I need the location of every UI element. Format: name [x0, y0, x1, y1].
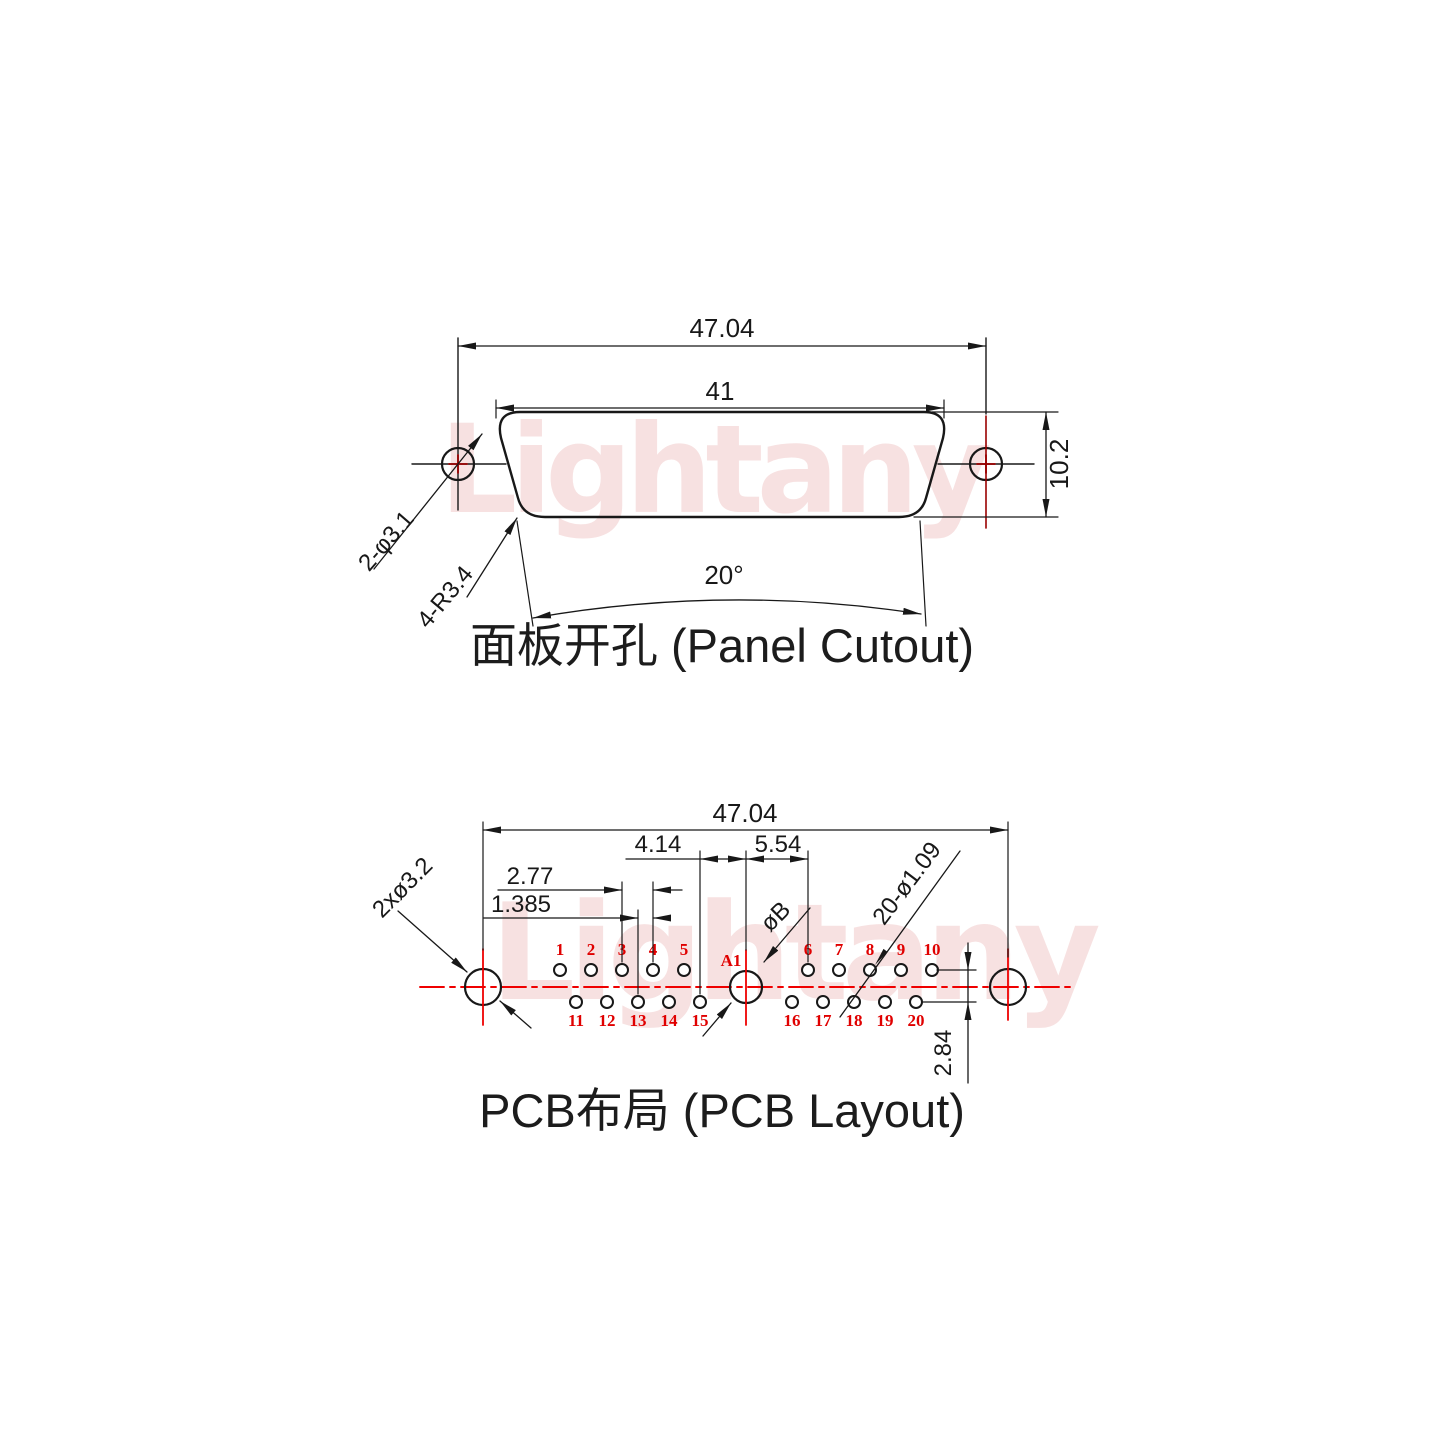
- panel-label-corner-radius: 4-R3.4: [412, 561, 479, 634]
- panel-dim-width-inner: 41: [706, 376, 735, 406]
- pcb-leader-coax-upper: [763, 907, 811, 963]
- panel-view-title: 面板开孔 (Panel Cutout): [470, 619, 974, 672]
- pcb-pin-label-11: 11: [568, 1011, 584, 1030]
- panel-angle-arc: [532, 599, 922, 619]
- pcb-leader-mount-holes-upper: [397, 910, 468, 973]
- pcb-pin-hole-13: [631, 995, 645, 1009]
- pcb-dim-half-pitch: 1.385: [491, 891, 551, 918]
- pcb-dim-row-gap: 2.84: [930, 1030, 957, 1077]
- pcb-dim-pin-pitch: 2.77: [507, 863, 554, 890]
- panel-right-hole-center-cross: [976, 454, 996, 474]
- pcb-pin-label-9: 9: [897, 940, 906, 959]
- pcb-pin-hole-12: [600, 995, 614, 1009]
- pcb-pin-hole-7: [832, 963, 846, 977]
- pcb-dim-a1-to-pin15: 4.14: [635, 831, 682, 858]
- pcb-pin-hole-15: [693, 995, 707, 1009]
- panel-label-mount-holes: 2-φ3.1: [353, 506, 419, 577]
- pcb-view-title: PCB布局 (PCB Layout): [479, 1084, 965, 1137]
- pcb-pin-hole-6: [801, 963, 815, 977]
- pcb-pin-hole-10: [925, 963, 939, 977]
- pcb-leader-mount-holes-lower: [499, 1000, 532, 1029]
- pcb-pin-label-20: 20: [908, 1011, 925, 1030]
- pcb-pin-hole-2: [584, 963, 598, 977]
- pcb-pin-label-14: 14: [661, 1011, 679, 1030]
- panel-leader-mount-holes: [373, 433, 483, 570]
- pcb-dim-width-outer: 47.04: [712, 798, 777, 828]
- panel-dim-height: 10.2: [1044, 439, 1074, 490]
- pcb-pin-label-10: 10: [924, 940, 941, 959]
- panel-dim-width-outer: 47.04: [689, 313, 754, 343]
- pcb-signal-pins: 1234567891011121314151617181920: [553, 940, 941, 1030]
- pcb-pin-label-a1: A1: [721, 951, 742, 970]
- pcb-pin-label-2: 2: [587, 940, 596, 959]
- pcb-pin-label-7: 7: [835, 940, 844, 959]
- pcb-pin-label-19: 19: [877, 1011, 894, 1030]
- panel-leader-corner-radius: [466, 517, 518, 598]
- pcb-leader-coax-lower: [702, 1002, 732, 1037]
- panel-angle-ext-right: [919, 520, 927, 627]
- pcb-pin-hole-20: [909, 995, 923, 1009]
- pcb-pin-hole-9: [894, 963, 908, 977]
- pcb-pin-label-12: 12: [599, 1011, 616, 1030]
- pcb-pin-label-18: 18: [846, 1011, 863, 1030]
- panel-dim-angle: 20°: [704, 560, 743, 590]
- pcb-pin-hole-16: [785, 995, 799, 1009]
- panel-angle-ext-left: [516, 520, 534, 627]
- pcb-pin-label-8: 8: [866, 940, 875, 959]
- pcb-pin-hole-18: [847, 995, 861, 1009]
- pcb-pin-hole-17: [816, 995, 830, 1009]
- pcb-pin-hole-4: [646, 963, 660, 977]
- pcb-pin-hole-1: [553, 963, 567, 977]
- pcb-pin-hole-11: [569, 995, 583, 1009]
- pcb-pin-label-1: 1: [556, 940, 565, 959]
- pcb-layout-view: A1 1234567891011121314151617181920 47.04…: [367, 798, 1073, 1137]
- pcb-pin-label-5: 5: [680, 940, 689, 959]
- pcb-pin-label-13: 13: [630, 1011, 647, 1030]
- pcb-leader-signal-holes: [839, 850, 961, 1018]
- panel-cutout-outline: [498, 410, 946, 519]
- pcb-pin-hole-19: [878, 995, 892, 1009]
- pcb-pin-hole-14: [662, 995, 676, 1009]
- pcb-dim-a1-to-pin6: 5.54: [755, 831, 802, 858]
- pcb-label-mount-holes: 2xø3.2: [367, 852, 438, 923]
- pcb-pin-hole-3: [615, 963, 629, 977]
- pcb-pin-label-16: 16: [784, 1011, 801, 1030]
- pcb-pin-hole-5: [677, 963, 691, 977]
- watermark-text-panel: Lightany: [440, 399, 990, 541]
- pcb-leader-signal-holes-arrowhead: [875, 948, 888, 965]
- pcb-pin-label-15: 15: [692, 1011, 709, 1030]
- pcb-pin-label-17: 17: [815, 1011, 833, 1030]
